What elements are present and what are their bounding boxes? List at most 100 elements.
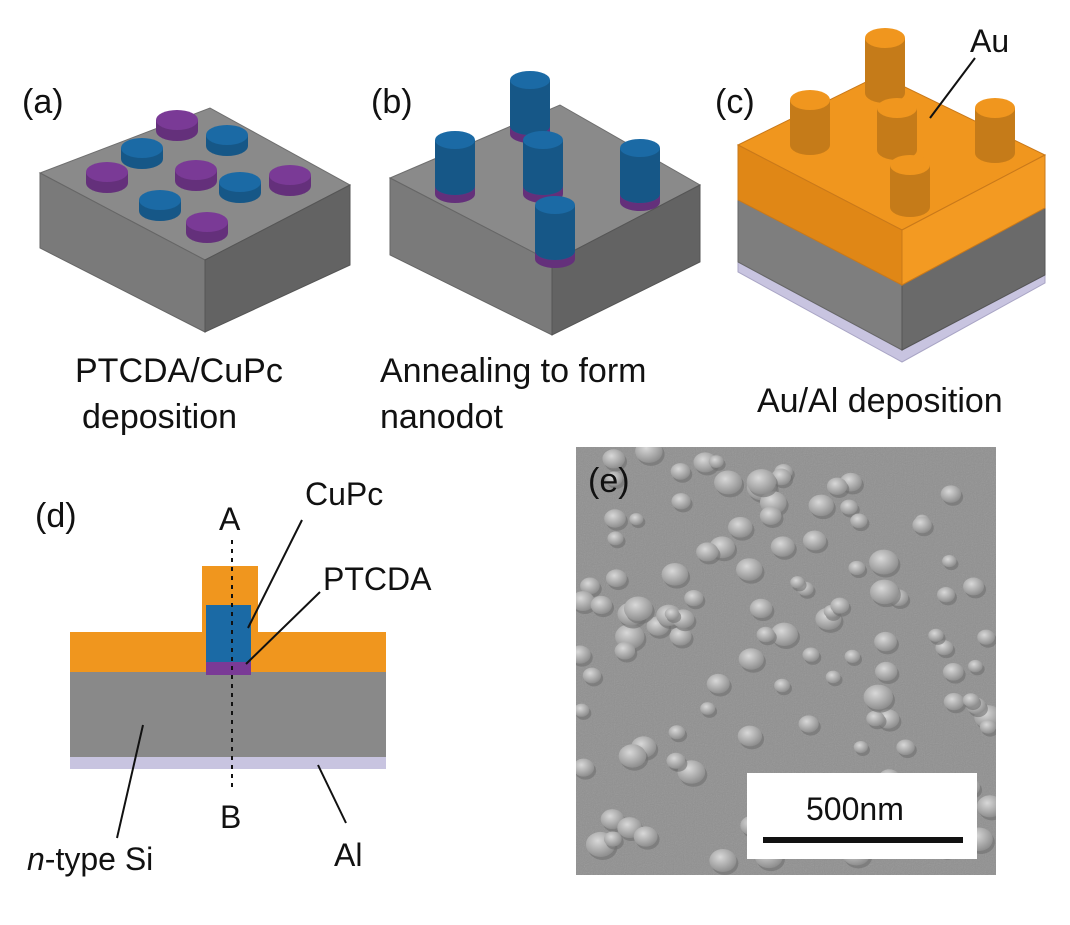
sem-dot bbox=[942, 663, 964, 681]
sem-dot bbox=[928, 628, 944, 642]
au-pillar-3 bbox=[877, 98, 917, 160]
si-pointer-line bbox=[116, 724, 144, 839]
ptcda-disc-1 bbox=[156, 110, 198, 141]
sem-dot bbox=[942, 554, 957, 568]
label-ptcda: PTCDA bbox=[323, 561, 432, 597]
sem-dot bbox=[664, 607, 680, 620]
sem-dot bbox=[976, 795, 996, 818]
sem-dot bbox=[714, 470, 743, 495]
label-n-type-si: n-type Si bbox=[27, 841, 153, 877]
sem-dot bbox=[798, 715, 819, 733]
sem-dot bbox=[869, 549, 899, 575]
au-pillar-2 bbox=[790, 90, 830, 155]
sem-dot bbox=[770, 536, 795, 557]
label-au: Au bbox=[970, 23, 1009, 59]
nanodot-pillar-3 bbox=[523, 131, 563, 203]
panel-d-letter: (d) bbox=[35, 497, 77, 535]
sem-dot bbox=[853, 740, 868, 754]
sem-dot bbox=[869, 579, 899, 605]
panel-a-caption-line1: PTCDA/CuPc bbox=[75, 352, 283, 390]
sem-dot bbox=[830, 597, 850, 614]
sem-dot bbox=[746, 469, 777, 495]
sem-dot bbox=[576, 703, 590, 717]
sem-dot bbox=[604, 509, 626, 528]
sem-dot bbox=[940, 485, 962, 503]
sem-dot bbox=[629, 513, 644, 526]
sem-dot bbox=[737, 725, 763, 747]
nanodot-array-b bbox=[435, 71, 660, 268]
panel-c-caption: Au/Al deposition bbox=[757, 382, 1003, 420]
sem-dot bbox=[576, 645, 591, 664]
sem-dot bbox=[770, 622, 798, 646]
sem-dot bbox=[623, 596, 653, 621]
sem-dot bbox=[866, 710, 885, 727]
label-b: B bbox=[220, 799, 241, 835]
sem-dot bbox=[759, 506, 782, 525]
sem-dot bbox=[912, 516, 932, 534]
ptcda-disc-7 bbox=[269, 165, 311, 196]
sem-dot bbox=[580, 577, 600, 595]
sem-dot bbox=[943, 693, 965, 711]
sem-dot bbox=[602, 449, 625, 469]
sem-dot bbox=[708, 455, 724, 468]
sem-dot bbox=[635, 447, 663, 463]
nanodot-pillar-2 bbox=[435, 131, 475, 203]
au-pillar-5 bbox=[890, 155, 930, 217]
sem-dot bbox=[968, 659, 983, 673]
sem-dot bbox=[607, 531, 624, 546]
sem-dot bbox=[618, 744, 647, 768]
sem-dot bbox=[874, 631, 897, 652]
sem-dot bbox=[774, 678, 790, 693]
sem-dot bbox=[605, 471, 623, 486]
au-pointer-line bbox=[929, 57, 976, 119]
au-pillar-4 bbox=[975, 98, 1015, 163]
sem-dot bbox=[696, 542, 719, 562]
sem-dot bbox=[826, 477, 848, 495]
sem-dot bbox=[605, 569, 627, 588]
sem-dot bbox=[844, 649, 861, 663]
ptcda-disc-4 bbox=[86, 162, 128, 193]
panel-b-caption-line1: Annealing to form bbox=[380, 352, 647, 390]
sem-dot bbox=[728, 516, 753, 538]
sem-dot bbox=[582, 667, 602, 684]
sem-dot bbox=[614, 642, 636, 660]
sem-dot bbox=[863, 684, 893, 710]
sem-dot bbox=[633, 826, 658, 847]
sem-dot bbox=[790, 576, 805, 589]
cupc-pointer-line bbox=[247, 519, 303, 629]
panel-d: (d) A B CuPc PTCDA n-type Si Al bbox=[27, 476, 432, 877]
panel-b-caption-line2: nanodot bbox=[380, 398, 503, 436]
sem-dot bbox=[874, 661, 898, 681]
panel-c: (c) Au Au/Al deposition bbox=[715, 23, 1047, 420]
sem-dot bbox=[977, 629, 995, 645]
sem-dot bbox=[802, 647, 820, 662]
sem-dot bbox=[669, 626, 692, 646]
au-pillar-1 bbox=[865, 28, 905, 103]
sem-dot bbox=[670, 463, 691, 480]
ptcda-disc-5 bbox=[175, 160, 217, 191]
al-pointer-line bbox=[317, 764, 347, 824]
label-cupc: CuPc bbox=[305, 476, 383, 512]
nanodot-pillar-1 bbox=[510, 71, 550, 143]
sem-dot bbox=[661, 563, 689, 586]
sem-dot bbox=[848, 560, 866, 576]
sem-dot bbox=[963, 577, 985, 596]
cupc-disc-2 bbox=[206, 125, 248, 156]
ptcda-dot bbox=[206, 662, 251, 675]
sem-dot bbox=[936, 587, 955, 603]
panel-a: (a) PTCDA/CuPc deposition bbox=[22, 83, 352, 436]
sem-dot bbox=[896, 739, 915, 756]
cupc-column bbox=[535, 196, 575, 260]
cupc-disc-3 bbox=[121, 138, 163, 169]
scale-bar-box bbox=[747, 773, 977, 859]
label-al: Al bbox=[334, 837, 362, 873]
ptcda-pointer-line bbox=[245, 591, 321, 665]
sem-dot bbox=[576, 591, 595, 612]
sem-dot bbox=[603, 831, 622, 847]
sem-dot bbox=[802, 530, 827, 551]
sem-dot bbox=[671, 493, 691, 510]
cupc-dot bbox=[206, 605, 251, 662]
au-capped-pillars-c bbox=[790, 28, 1015, 217]
panel-e-letter: (e) bbox=[588, 462, 630, 500]
